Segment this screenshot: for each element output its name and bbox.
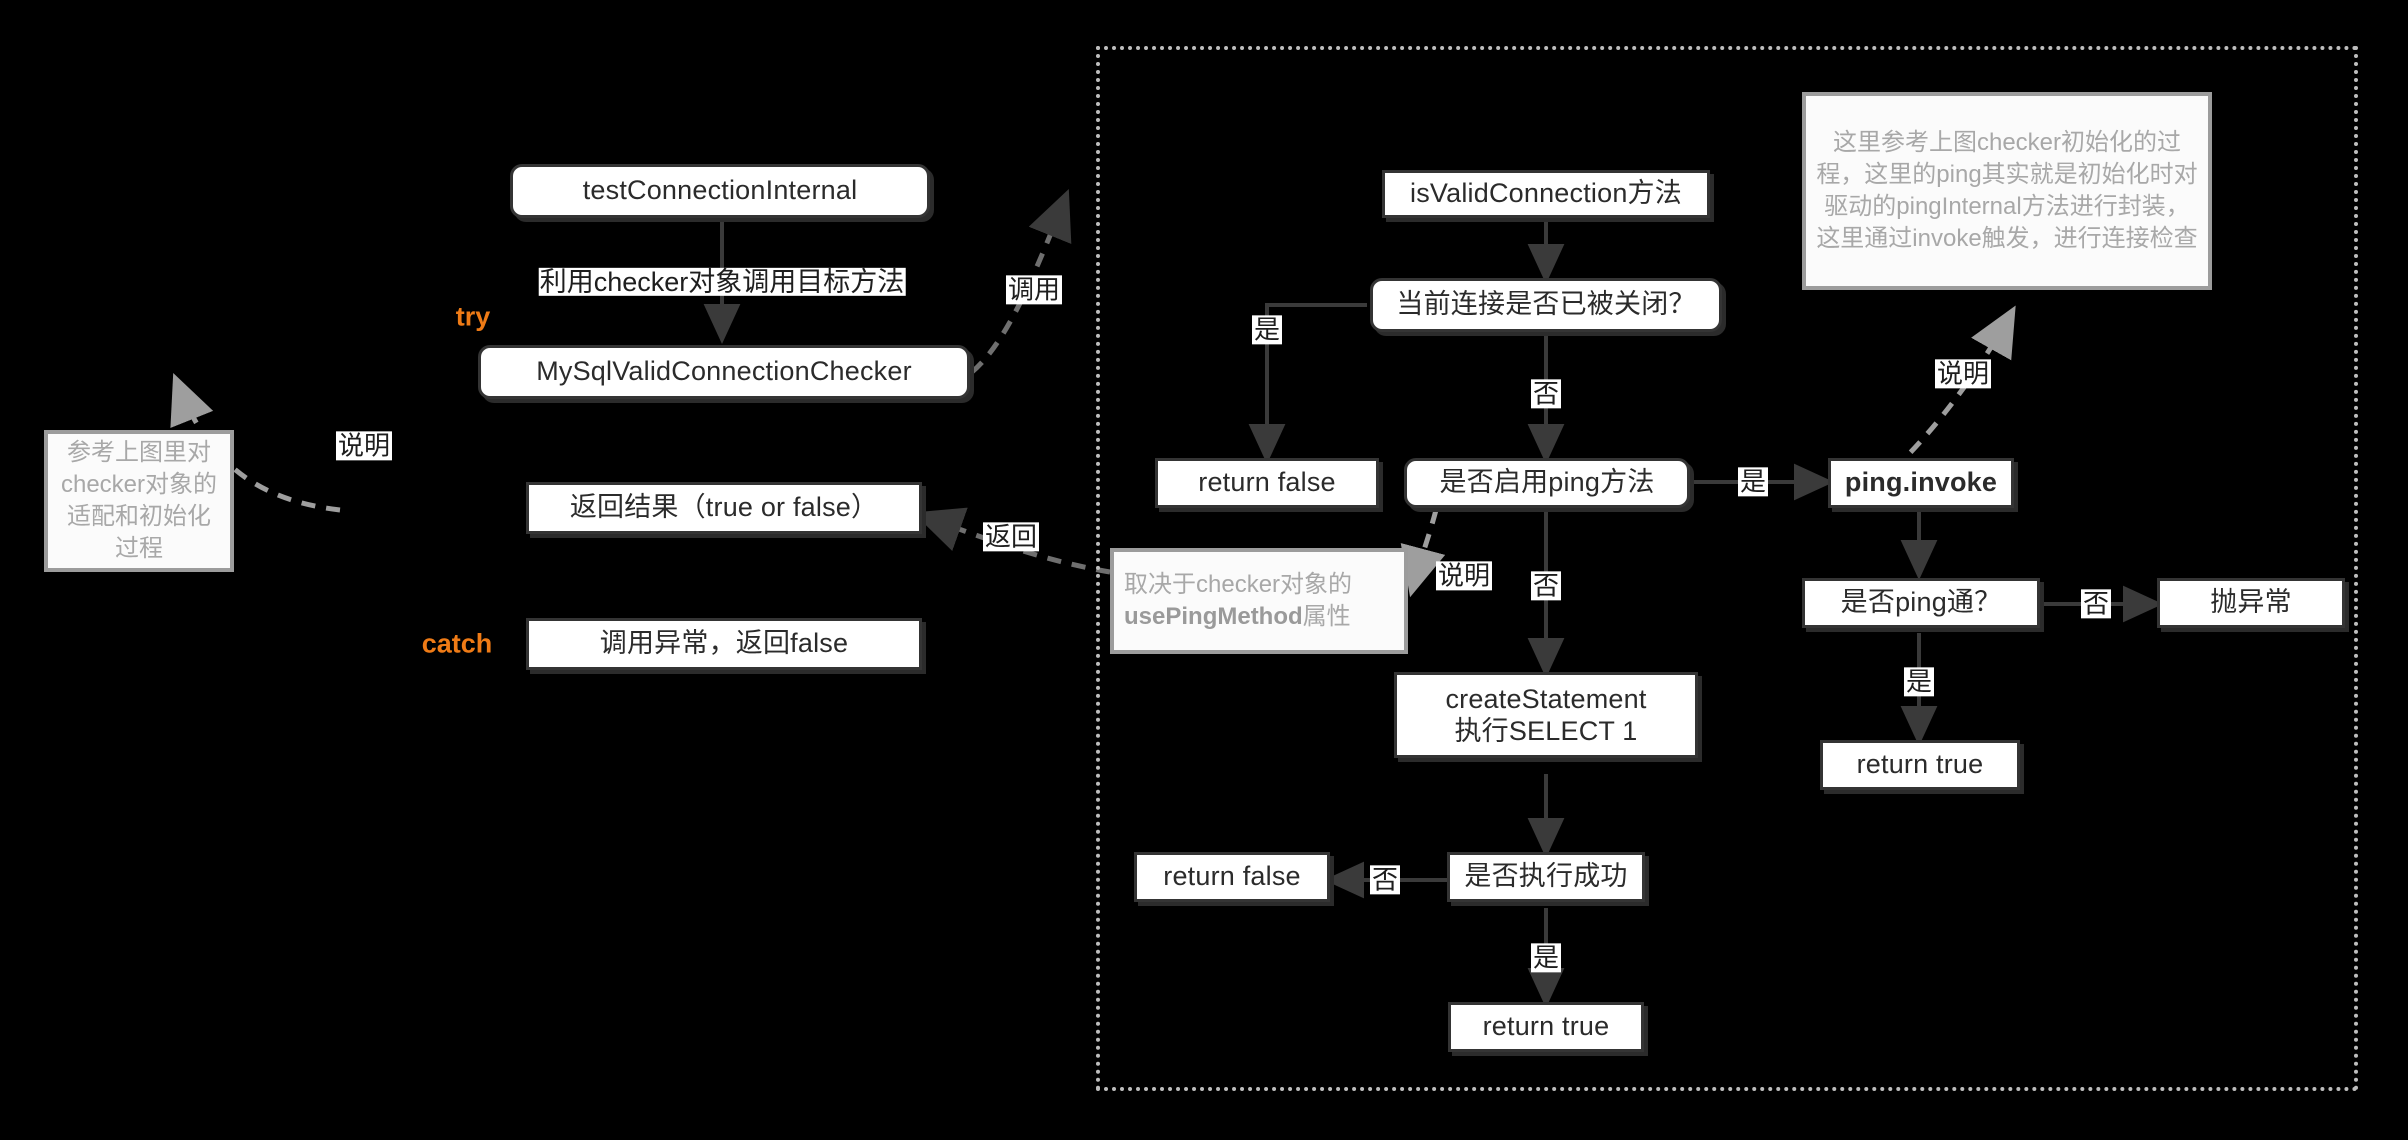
edge-label-closed-no: 否 (1530, 378, 1562, 409)
edge-label-pingok-yes: 是 (1903, 666, 1935, 697)
node-return-true-exec[interactable]: return true (1448, 1002, 1644, 1052)
node-exec-success[interactable]: 是否执行成功 (1447, 852, 1645, 902)
note-ping-invoke-explanation: 这里参考上图checker初始化的过程，这里的ping其实就是初始化时对驱动的p… (1802, 92, 2212, 290)
edge-useping-note-dashed (1400, 509, 1446, 598)
node-return-false-exec[interactable]: return false (1134, 852, 1330, 902)
note-use-ping-text: 取决于checker对象的 usePingMethod属性 (1124, 569, 1394, 633)
edge-label-explain-useping-note: 说明 (1435, 560, 1493, 591)
node-is-valid-connection[interactable]: isValidConnection方法 (1382, 170, 1710, 218)
note-use-ping-prefix: 取决于checker对象的 (1124, 571, 1353, 599)
note-use-ping-suffix: 属性 (1302, 603, 1351, 630)
label-try: try (455, 301, 491, 332)
note-checker-init-reference: 参考上图里对checker对象的适配和初始化过程 (44, 430, 234, 572)
node-return-result[interactable]: 返回结果（true or false） (526, 482, 922, 534)
node-create-statement[interactable]: createStatement 执行SELECT 1 (1394, 672, 1698, 758)
node-enable-ping[interactable]: 是否启用ping方法 (1404, 458, 1690, 508)
node-connection-closed[interactable]: 当前连接是否已被关闭？ (1370, 278, 1722, 332)
edge-label-ping-no: 否 (1530, 570, 1562, 601)
edge-label-explain-left: 说明 (335, 430, 393, 461)
edge-label-ping-yes: 是 (1737, 466, 1769, 497)
node-throw-exception[interactable]: 抛异常 (2157, 578, 2345, 628)
node-return-false-closed[interactable]: return false (1155, 458, 1379, 508)
note-use-ping-method: 取决于checker对象的 usePingMethod属性 (1110, 548, 1408, 654)
create-statement-line1: createStatement (1445, 683, 1647, 714)
edge-label-return: 返回 (982, 521, 1040, 552)
node-test-connection-internal[interactable]: testConnectionInternal (510, 164, 930, 218)
note-use-ping-bold: usePingMethod (1124, 603, 1303, 630)
edge-label-call: 调用 (1005, 274, 1063, 305)
label-catch: catch (421, 628, 493, 659)
edge-label-closed-yes: 是 (1251, 314, 1283, 345)
create-statement-line2: 执行SELECT 1 (1454, 716, 1638, 746)
edge-label-pingok-no: 否 (2080, 588, 2112, 619)
edge-ping-note-dashed (1891, 305, 2016, 472)
node-catch-result[interactable]: 调用异常，返回false (526, 618, 922, 670)
node-ping-ok[interactable]: 是否ping通？ (1802, 578, 2040, 628)
node-return-true-ping[interactable]: return true (1820, 740, 2020, 790)
node-ping-invoke[interactable]: ping.invoke (1828, 458, 2014, 508)
edge-label-exec-yes: 是 (1530, 942, 1562, 973)
node-mysql-valid-connection-checker[interactable]: MySqlValidConnectionChecker (478, 345, 970, 399)
edge-label-explain-ping-note: 说明 (1934, 358, 1992, 389)
edge-label-use-checker: 利用checker对象调用目标方法 (538, 266, 906, 297)
edge-label-exec-no: 否 (1369, 864, 1401, 895)
